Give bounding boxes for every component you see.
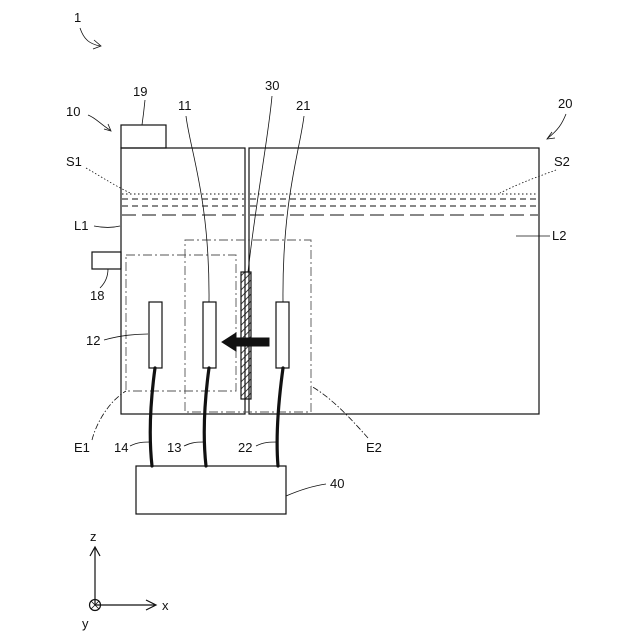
electrode-21-lead — [283, 116, 304, 302]
label-tank-10: 10 — [66, 104, 80, 119]
label-s1: S1 — [66, 154, 82, 169]
label-l2: L2 — [552, 228, 566, 243]
s2-lead — [500, 170, 556, 193]
label-controller-40: 40 — [330, 476, 344, 491]
label-l1: L1 — [74, 218, 88, 233]
lid-19 — [121, 125, 166, 148]
cable-14 — [150, 368, 155, 466]
label-axis-z: z — [90, 529, 97, 544]
label-lid-19: 19 — [133, 84, 147, 99]
electrode-11 — [203, 302, 216, 368]
s1-lead — [86, 168, 130, 193]
membrane-30-lead — [248, 96, 272, 272]
label-system: 1 — [74, 10, 81, 25]
label-axis-y: y — [82, 616, 89, 631]
port-18-lead — [100, 269, 108, 288]
e2-lead — [311, 386, 368, 438]
system-arrow — [80, 28, 100, 46]
electrode-12 — [149, 302, 162, 368]
label-cable-14: 14 — [114, 440, 128, 455]
cable-13-lead — [184, 442, 204, 446]
label-membrane-30: 30 — [265, 78, 279, 93]
label-s2: S2 — [554, 154, 570, 169]
label-electrode-11: 11 — [178, 98, 192, 113]
tank-10 — [121, 148, 245, 414]
label-axis-x: x — [162, 598, 169, 613]
l1-lead — [94, 226, 120, 228]
tank-10-arrow — [88, 115, 110, 130]
label-cable-13: 13 — [167, 440, 181, 455]
label-e2: E2 — [366, 440, 382, 455]
electrode-21 — [276, 302, 289, 368]
label-cable-22: 22 — [238, 440, 252, 455]
label-e1: E1 — [74, 440, 90, 455]
label-tank-20: 20 — [558, 96, 572, 111]
label-electrode-21: 21 — [296, 98, 310, 113]
cable-13 — [204, 368, 209, 466]
label-electrode-12: 12 — [86, 333, 100, 348]
cable-22-lead — [256, 442, 277, 446]
port-18 — [92, 252, 121, 269]
label-port-18: 18 — [90, 288, 104, 303]
lid-19-lead — [142, 100, 145, 125]
cable-22 — [277, 368, 283, 466]
cable-14-lead — [130, 442, 151, 446]
controller-40 — [136, 466, 286, 514]
controller-40-lead — [286, 484, 326, 496]
membrane-30 — [241, 272, 251, 399]
electrode-11-lead — [186, 116, 209, 302]
tank-20 — [249, 148, 539, 414]
region-e1-box — [126, 255, 236, 391]
